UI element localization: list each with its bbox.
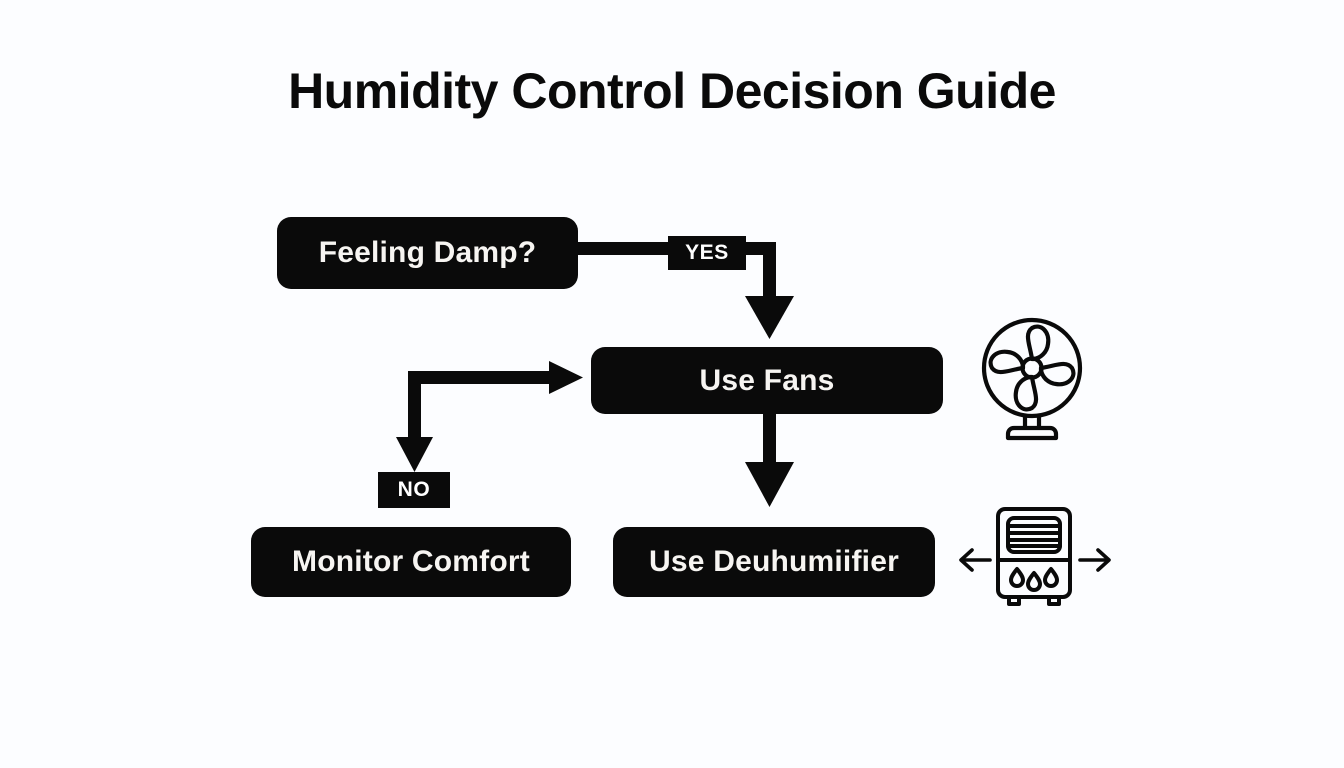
arrow-left-icon	[957, 545, 993, 575]
node-feeling-damp[interactable]: Feeling Damp?	[277, 217, 578, 289]
dehumidifier-icon	[993, 505, 1075, 610]
edge-label-text: NO	[397, 478, 431, 501]
node-label: Feeling Damp?	[318, 236, 537, 269]
node-label: Monitor Comfort	[292, 545, 530, 578]
fan-icon	[968, 312, 1096, 444]
node-use-dehumidifier[interactable]: Use Deuhumiifier	[613, 527, 935, 597]
arrow-right-icon	[1077, 545, 1113, 575]
node-label: Use Deuhumiifier	[649, 545, 899, 578]
edge-label-yes: YES	[668, 236, 746, 270]
edge-label-no: NO	[378, 472, 450, 508]
edge-fans-to-dehumidifier	[745, 414, 794, 507]
edge-branch-to-monitor	[396, 371, 433, 472]
node-monitor-comfort[interactable]: Monitor Comfort	[251, 527, 571, 597]
page-title: Humidity Control Decision Guide	[288, 63, 1056, 119]
edge-branch-to-fans	[408, 361, 583, 394]
edge-label-text: YES	[685, 241, 729, 264]
node-use-fans[interactable]: Use Fans	[591, 347, 943, 414]
node-label: Use Fans	[699, 363, 835, 397]
